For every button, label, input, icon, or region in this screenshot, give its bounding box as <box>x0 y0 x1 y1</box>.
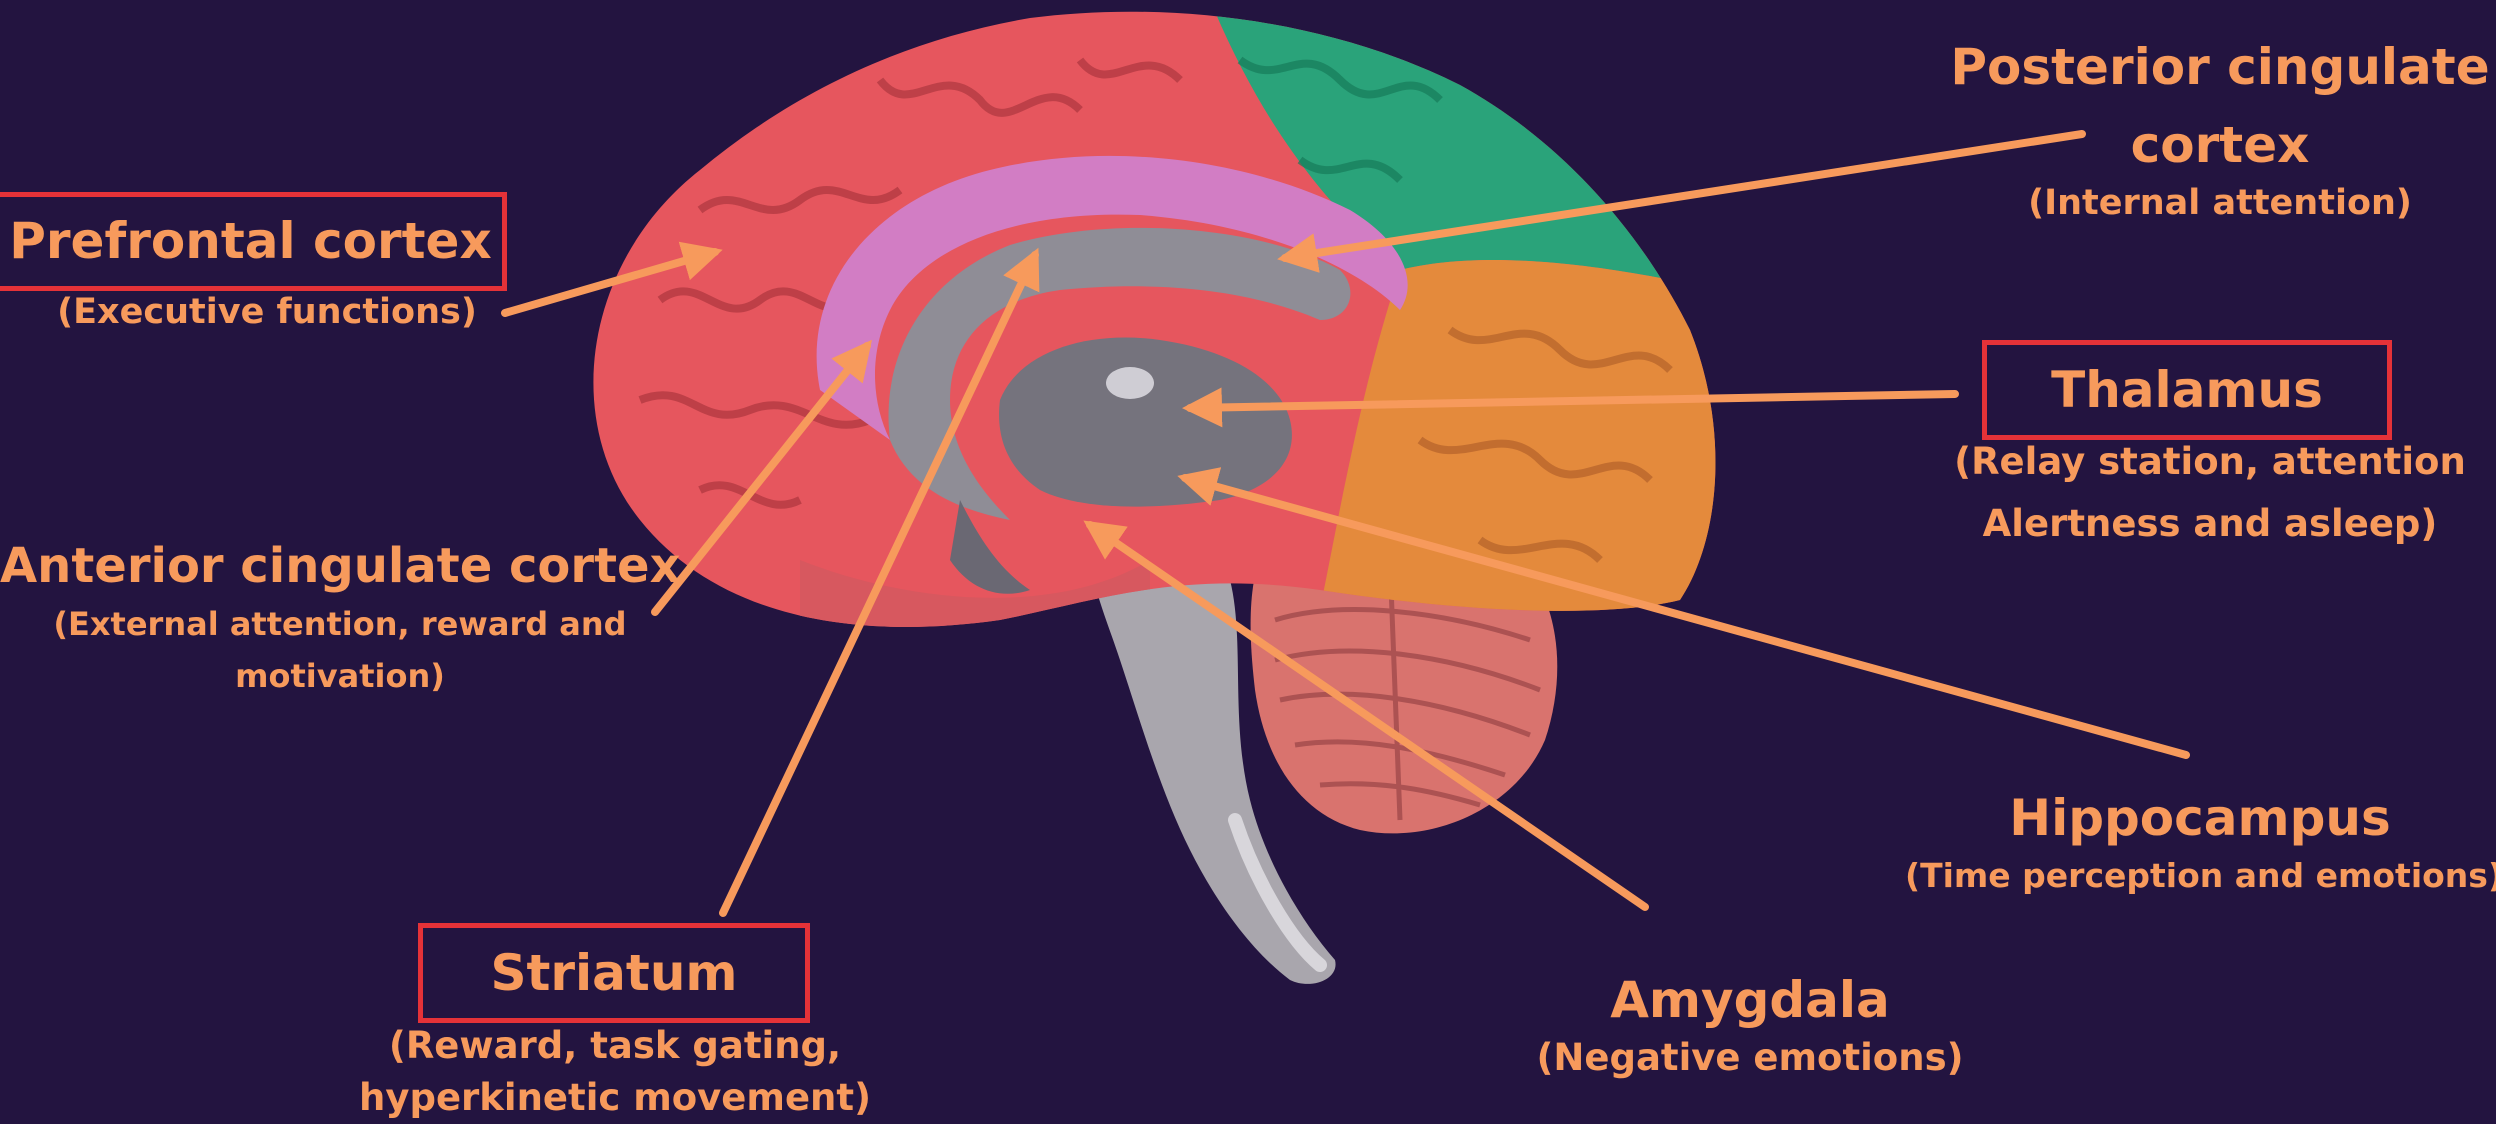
thalamus-desc: (Relay station, attention Alertness and … <box>1925 436 2495 550</box>
amygdala-label: Amygdala (Negative emotions) <box>1490 968 2010 1084</box>
striatum-label-box: Striatum <box>418 923 810 1023</box>
anterior-cingulate-desc-1: (External attention, reward and <box>0 598 680 650</box>
prefrontal-title: Prefrontal cortex <box>0 197 502 286</box>
posterior-cingulate-title-2: cortex <box>1950 113 2490 177</box>
striatum-desc-2: hyperkinetic movement) <box>330 1072 900 1124</box>
anterior-cingulate-desc-2: motivation) <box>0 650 680 702</box>
anterior-cingulate-label: Anterior cingulate cortex (External atte… <box>0 534 680 702</box>
brain-illustration <box>560 0 1760 984</box>
hippocampus-title: Hippocampus <box>1905 786 2495 850</box>
thalamus-title: Thalamus <box>1987 345 2387 435</box>
anterior-cingulate-title: Anterior cingulate cortex <box>0 534 680 598</box>
posterior-cingulate-title-1: Posterior cingulate <box>1950 35 2490 99</box>
thalamus-label-box: Thalamus <box>1982 340 2392 440</box>
amygdala-desc: (Negative emotions) <box>1490 1032 2010 1084</box>
hippocampus-desc: (Time perception and emotions) <box>1905 850 2495 902</box>
striatum-desc: (Reward, task gating, hyperkinetic movem… <box>330 1020 900 1124</box>
prefrontal-desc: (Executive functions) <box>42 286 492 338</box>
striatum-title: Striatum <box>423 928 805 1018</box>
thalamus-desc-2: Alertness and asleep) <box>1925 498 2495 550</box>
hippocampus-label: Hippocampus (Time perception and emotion… <box>1905 786 2495 902</box>
thalamus-desc-1: (Relay station, attention <box>1925 436 2495 488</box>
thalamus-center <box>1106 367 1154 399</box>
posterior-cingulate-label: Posterior cingulate cortex (Internal att… <box>1950 35 2490 229</box>
prefrontal-label-box: Prefrontal cortex <box>0 192 507 291</box>
posterior-cingulate-desc: (Internal attention) <box>1950 177 2490 229</box>
amygdala-title: Amygdala <box>1490 968 2010 1032</box>
striatum-desc-1: (Reward, task gating, <box>330 1020 900 1072</box>
